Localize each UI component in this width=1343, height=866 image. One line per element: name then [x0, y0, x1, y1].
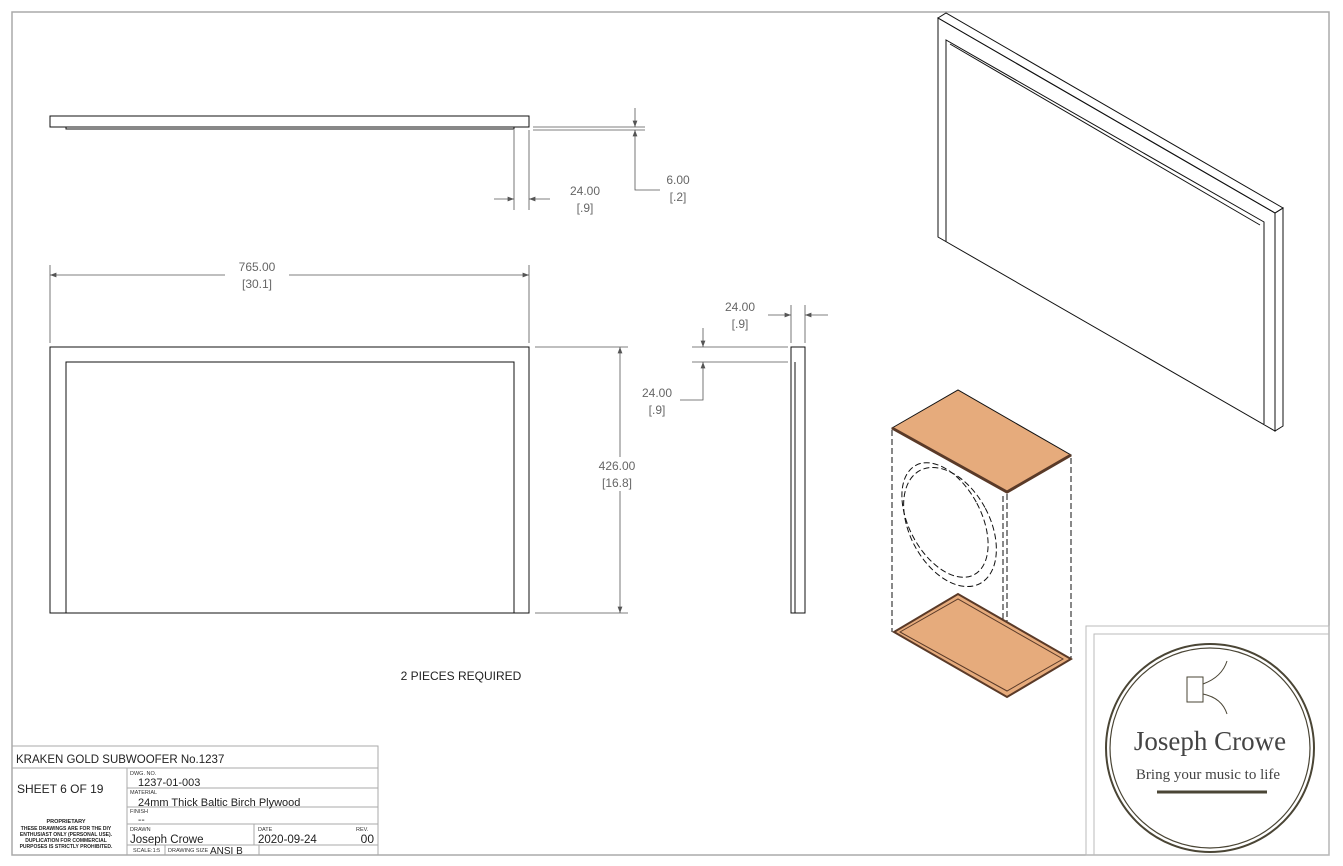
drawing-size-label: DRAWING SIZE: [168, 848, 208, 854]
material: 24mm Thick Baltic Birch Plywood: [138, 797, 300, 809]
sheet-border: [11, 11, 1330, 856]
proprietary-line: DUPLICATION FOR COMMERCIAL: [25, 838, 107, 844]
dim-side-inset-in: [.9]: [649, 403, 666, 417]
dim-rebate-in: [.2]: [670, 190, 687, 204]
drawn-by: Joseph Crowe: [130, 834, 204, 846]
dim-width: 765.00: [239, 260, 276, 274]
side-view: 24.00 [.9] 24.00 [.9]: [642, 300, 828, 614]
proprietary-title: PROPRIETARY: [46, 819, 85, 825]
proprietary-line: THESE DRAWINGS ARE FOR THE DIY: [21, 826, 112, 832]
title-block: KRAKEN GOLD SUBWOOFER No.1237 SHEET 6 OF…: [11, 745, 379, 857]
sound-wave-icon: [1202, 660, 1228, 715]
dim-top-thickness-in: [.9]: [577, 201, 594, 215]
finish: --: [138, 815, 145, 826]
date-label: DATE: [258, 827, 273, 833]
dim-side-thickness: 24.00: [725, 300, 755, 314]
drawn-label: DRAWN: [130, 827, 151, 833]
project-title: KRAKEN GOLD SUBWOOFER No.1237: [16, 754, 224, 766]
sheet-number: SHEET 6 OF 19: [17, 782, 104, 796]
dim-height-in: [16.8]: [602, 476, 632, 490]
material-label: MATERIAL: [130, 790, 157, 796]
dim-width-in: [30.1]: [242, 277, 272, 291]
dim-side-thickness-in: [.9]: [732, 317, 749, 331]
scale: SCALE:1:5: [133, 848, 160, 854]
dim-side-inset: 24.00: [642, 386, 672, 400]
top-view: 24.00 [.9] 6.00 [.2]: [49, 108, 690, 215]
isometric-enclosure: [890, 389, 1073, 699]
dim-top-thickness: 24.00: [570, 184, 600, 198]
logo: Joseph Crowe Bring your music to life: [1085, 625, 1330, 856]
finish-label: FINISH: [130, 809, 148, 815]
logo-tagline: Bring your music to life: [1136, 767, 1280, 783]
isometric-panel: [937, 12, 1284, 432]
drawing-size: ANSI B: [210, 846, 243, 857]
rev: 00: [361, 832, 375, 846]
date: 2020-09-24: [258, 834, 317, 846]
front-view: 765.00 [30.1] 426.00 [16.8]: [49, 258, 644, 614]
logo-name: Joseph Crowe: [1134, 726, 1286, 756]
speaker-icon: [1186, 676, 1204, 703]
proprietary-line: ENTHUSIAST ONLY (PERSONAL USE).: [20, 832, 113, 838]
pieces-note: 2 PIECES REQUIRED: [401, 669, 522, 683]
rev-label: REV.: [356, 827, 369, 833]
proprietary-line: PURPOSES IS STRICTLY PROHIBITED.: [20, 844, 113, 850]
dwg-no: 1237-01-003: [138, 777, 200, 789]
dwg-no-label: DWG. NO.: [130, 771, 157, 777]
dim-rebate: 6.00: [666, 173, 690, 187]
dim-height: 426.00: [599, 459, 636, 473]
